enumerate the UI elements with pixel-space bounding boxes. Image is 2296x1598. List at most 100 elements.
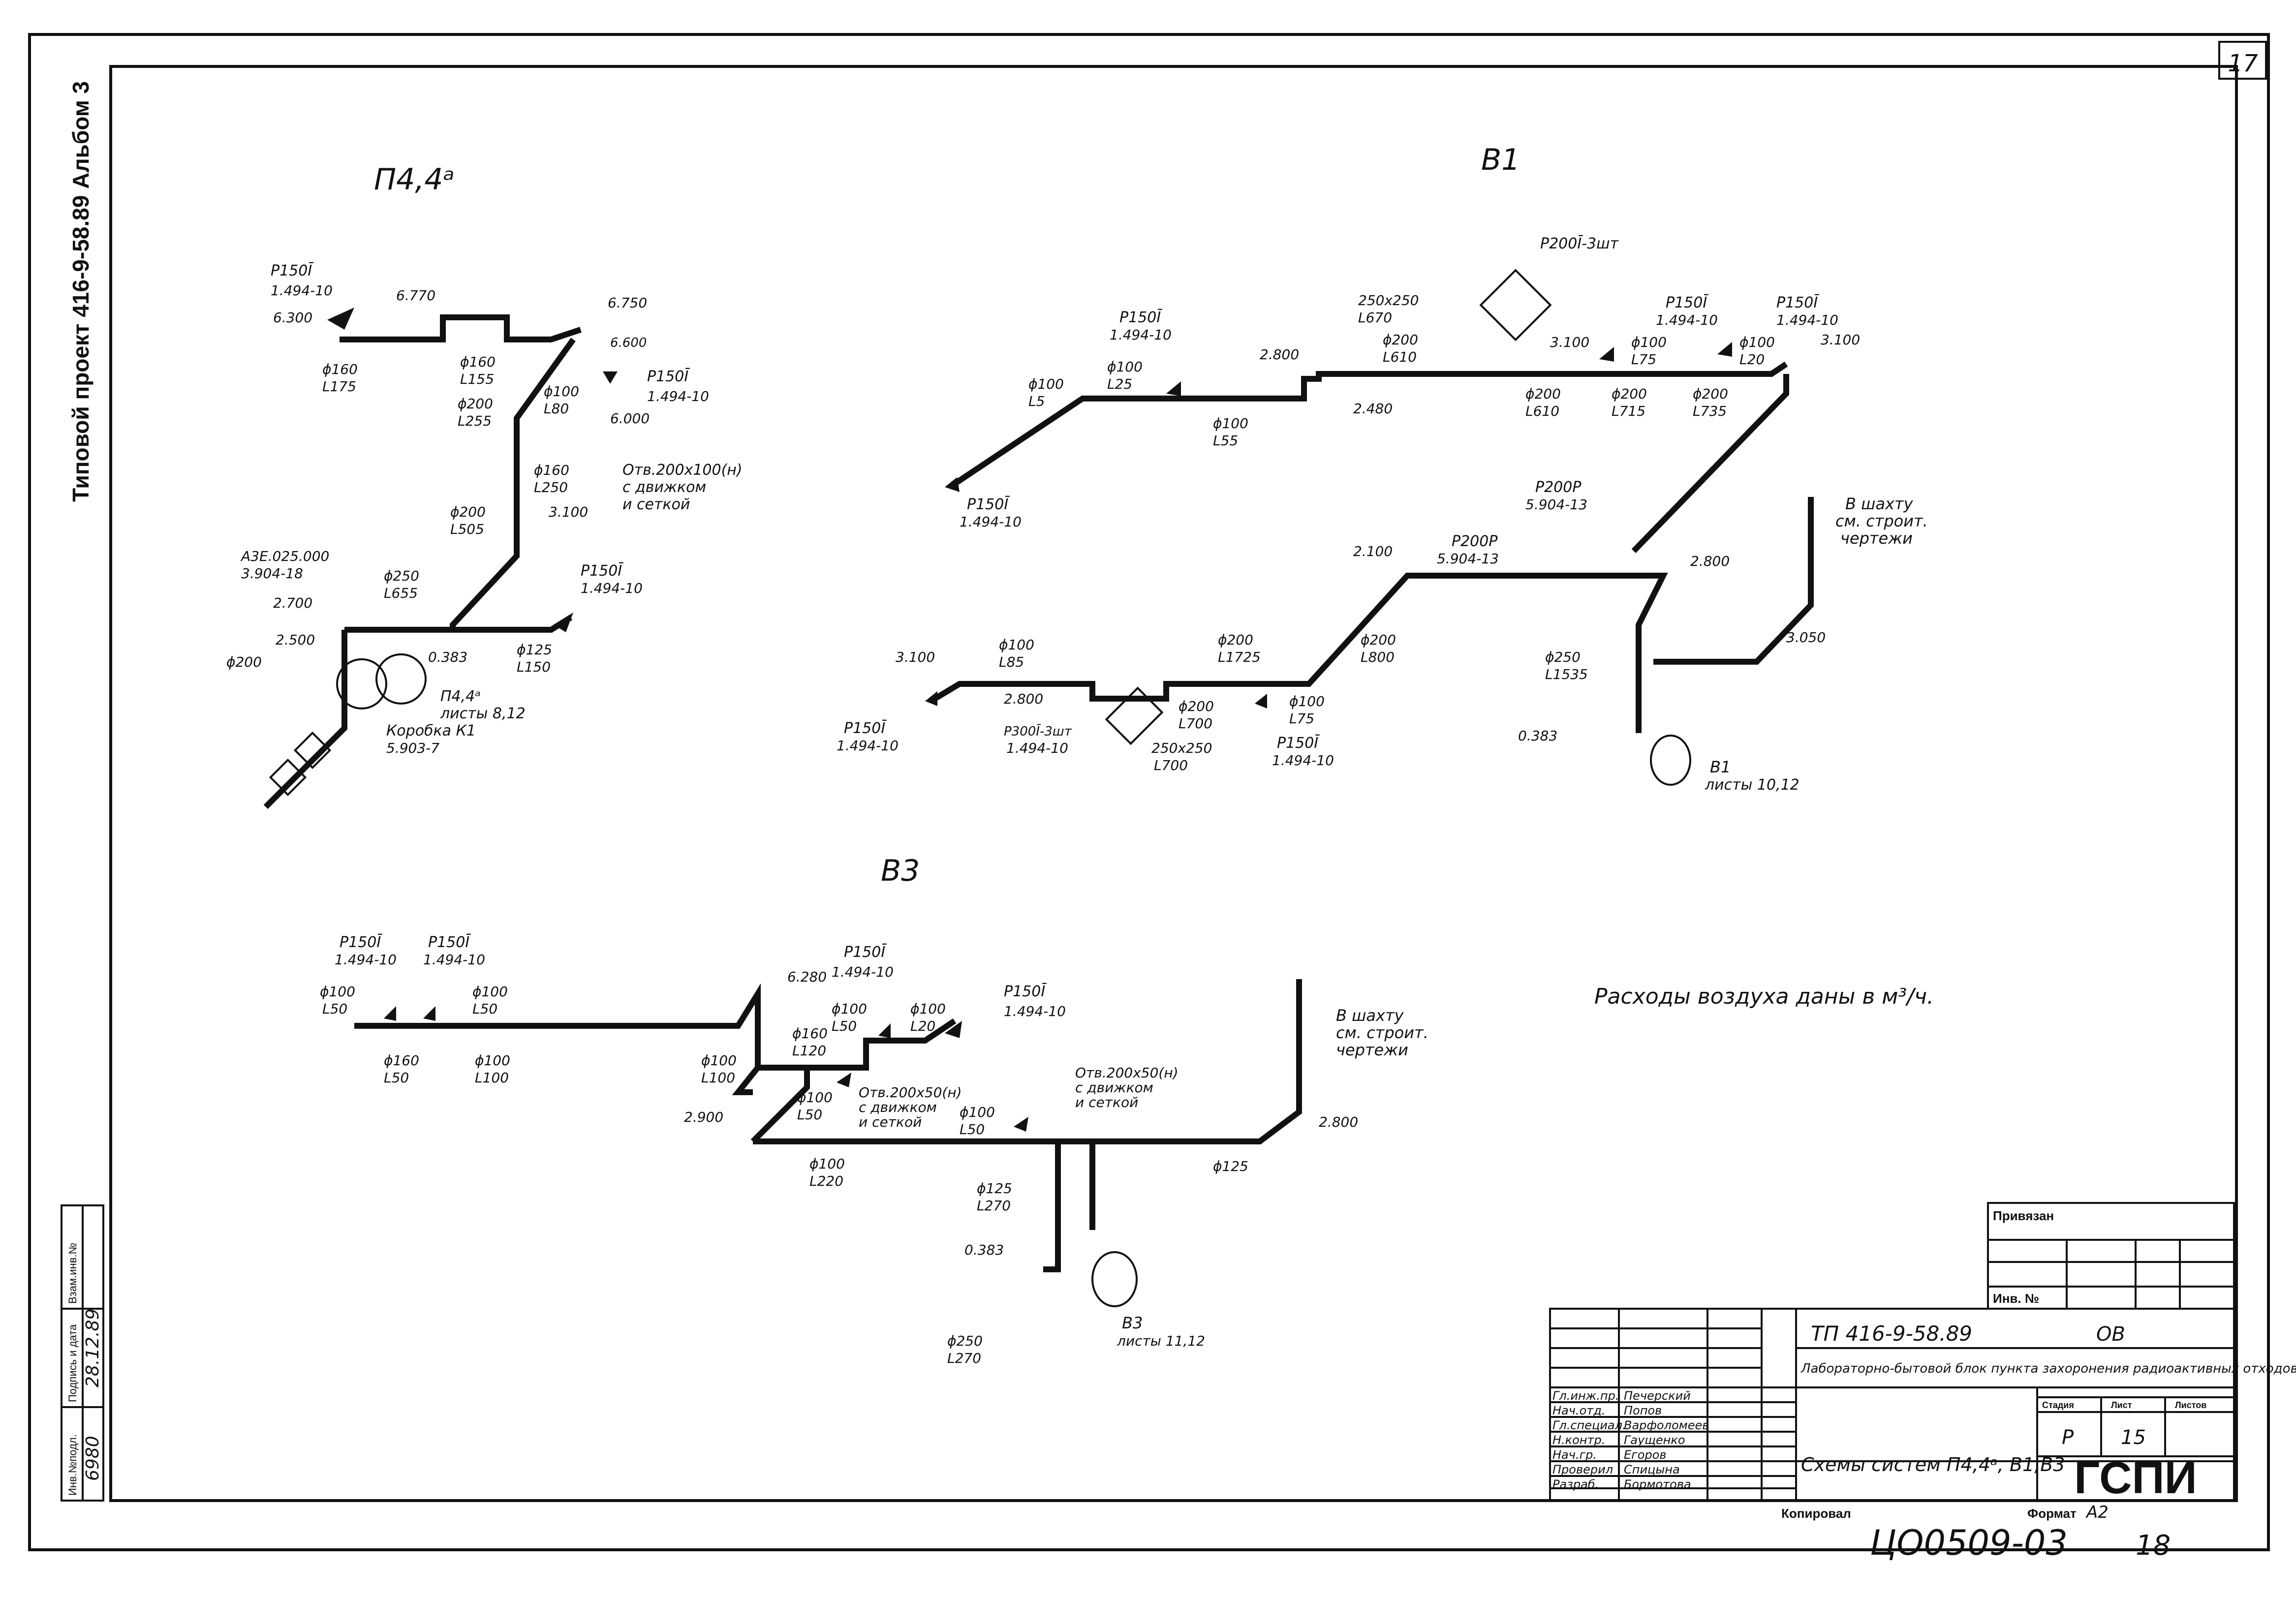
v3-shaft-2: см. строит.: [1336, 1023, 1428, 1042]
v1-d200g: ϕ200: [1179, 698, 1214, 714]
p44a-g3-code: Р150Ī: [581, 562, 623, 580]
p44a-box-name: Коробка К1: [386, 722, 476, 739]
staff-role: Проверил: [1552, 1463, 1613, 1476]
p44a-lower-duct: [263, 630, 347, 809]
v1-g4-code: Р150Ī: [967, 495, 1010, 513]
v1-el-3100b: 3.100: [1821, 332, 1860, 348]
v1-grille-1: [945, 477, 960, 492]
v1-unit-sheets: листы 10,12: [1705, 776, 1800, 794]
p44a-el-6600: 6.600: [610, 336, 647, 350]
p44a-el-2500: 2.500: [276, 632, 315, 648]
p44a-grille-1: [327, 307, 354, 330]
v3-unit-name: В3: [1122, 1314, 1143, 1332]
v3-grille-3: [878, 1023, 891, 1038]
p44a-l150: L150: [517, 659, 551, 675]
p44a-d200b: ϕ200: [450, 504, 486, 520]
staff-role: Нач.гр.: [1552, 1448, 1597, 1462]
v1-l20: L20: [1739, 351, 1765, 368]
v3-g2-code: Р150Ī: [428, 933, 471, 951]
v1-grille-4: [1717, 342, 1732, 357]
scheme-p44a-title: П4,4ᵃ: [374, 162, 455, 197]
v3-l220: L220: [809, 1173, 843, 1189]
v1-l700b: L700: [1154, 757, 1188, 773]
v3-d100h: ϕ100: [960, 1104, 995, 1120]
v1-p200p-b-ref: 5.904-13: [1437, 551, 1499, 567]
title-block: Привязан Инв. № ТП 416-9-58.89 ОВ Лабора…: [1549, 1202, 2296, 1503]
v3-d160a: ϕ160: [384, 1052, 419, 1069]
v1-el-3100c: 3.100: [896, 649, 935, 665]
v1-l5: L5: [1028, 393, 1045, 409]
v1-d200e: ϕ200: [1218, 632, 1253, 648]
v1-g6-code: Р150Ī: [1277, 734, 1320, 752]
v3-l270b: L270: [947, 1350, 981, 1366]
v3-g1-code: Р150Ī: [340, 933, 382, 951]
p44a-g2-code: Р150Ī: [647, 368, 690, 385]
copied-label: Копировал: [1781, 1506, 1851, 1521]
v3-g3-code: Р150Ī: [844, 943, 887, 961]
v1-drop: [1631, 374, 1789, 553]
staff-role: Нач.отд.: [1552, 1404, 1605, 1417]
v3-otv-a1: Отв.200х50(н): [859, 1084, 962, 1101]
staff-name: Варфоломеев: [1624, 1418, 1709, 1432]
v3-l50c: L50: [384, 1070, 409, 1086]
v3-l50b: L50: [472, 1001, 497, 1017]
p44a-fan-unit-2: [375, 653, 427, 705]
p44a-grille-2: [603, 371, 618, 384]
v3-g3-ref: 1.494-10: [832, 964, 894, 980]
v3-l50f: L50: [960, 1121, 985, 1137]
scheme-v3-title: В3: [881, 854, 920, 888]
p44a-otv-2: с движком: [622, 479, 706, 496]
p44a-el-6000: 6.000: [610, 410, 650, 427]
tb-stage-value: Р: [2062, 1426, 2074, 1449]
v1-unit-name: В1: [1710, 758, 1731, 776]
v1-fan: [1650, 735, 1691, 786]
p44a-otv-3: и сеткой: [622, 496, 690, 513]
v1-grille-group: [1479, 269, 1552, 341]
p44a-d160a: ϕ160: [322, 361, 358, 377]
p44a-fan-unit-1: [336, 658, 387, 709]
air-flow-note: Расходы воздуха даны в м³/ч.: [1594, 984, 1934, 1009]
v3-shaft-3: чертежи: [1336, 1041, 1408, 1059]
tb-sheet-value: 15: [2121, 1426, 2146, 1449]
v1-l800: L800: [1361, 649, 1395, 665]
p44a-d125: ϕ125: [517, 642, 552, 658]
v3-d125a: ϕ125: [977, 1180, 1012, 1197]
v1-g3-code: Р150Ī: [1776, 294, 1819, 311]
v1-g2-code: Р150Ī: [1666, 294, 1708, 311]
v1-shaft: [1653, 497, 1814, 665]
v1-p200-3: Р200Ī-3шт: [1540, 235, 1619, 252]
scheme-v1: В1 Р200Ī-3шт 250х250 L670 ϕ200 L610 Р150…: [837, 143, 1928, 794]
v1-d100b: ϕ100: [1107, 359, 1143, 375]
staff-name: Гаущенко: [1624, 1433, 1685, 1447]
v1-d100e: ϕ100: [1213, 415, 1248, 431]
p44a-g3-ref: 1.494-10: [581, 580, 643, 596]
v3-lower-duct: [750, 979, 1302, 1272]
v1-el-2800b: 2.800: [1690, 553, 1730, 569]
v1-d200c: ϕ200: [1612, 386, 1647, 402]
staff-name: Егоров: [1624, 1448, 1667, 1462]
side-inv-value: 6980: [83, 1436, 103, 1481]
sheet-number: 17: [2228, 50, 2258, 77]
tb-sheets-label: Листов: [2175, 1400, 2206, 1410]
v1-shaft-2: см. строит.: [1835, 512, 1928, 530]
v1-d200a: ϕ200: [1383, 332, 1418, 348]
v3-g2-ref: 1.494-10: [423, 952, 485, 968]
p44a-g1-ref: 1.494-10: [271, 282, 333, 299]
p44a-l80: L80: [544, 400, 569, 417]
v3-d250: ϕ250: [947, 1333, 983, 1349]
staff-name: Попов: [1624, 1404, 1662, 1417]
v3-g1-ref: 1.494-10: [335, 952, 397, 968]
side-sign-value: 28.12.89: [83, 1309, 103, 1387]
side-project-label: Типовой проект 416-9-58.89 Альбом 3: [68, 81, 93, 502]
p44a-g2-ref: 1.494-10: [647, 388, 709, 404]
v3-shaft-1: В шахту: [1336, 1006, 1404, 1025]
v3-l50e: L50: [797, 1106, 822, 1123]
tb-section: ОВ: [2096, 1323, 2125, 1346]
v3-otv-b3: и сеткой: [1075, 1094, 1138, 1110]
v1-el-3100a: 3.100: [1550, 334, 1589, 350]
p44a-box-ref: 5.903-7: [386, 740, 439, 756]
v1-g3-ref: 1.494-10: [1776, 312, 1838, 328]
scheme-v1-title: В1: [1481, 143, 1520, 177]
tb-org: ГСПИ: [2074, 1453, 2197, 1503]
inventory-code: ЦО0509-03: [1870, 1523, 2068, 1563]
